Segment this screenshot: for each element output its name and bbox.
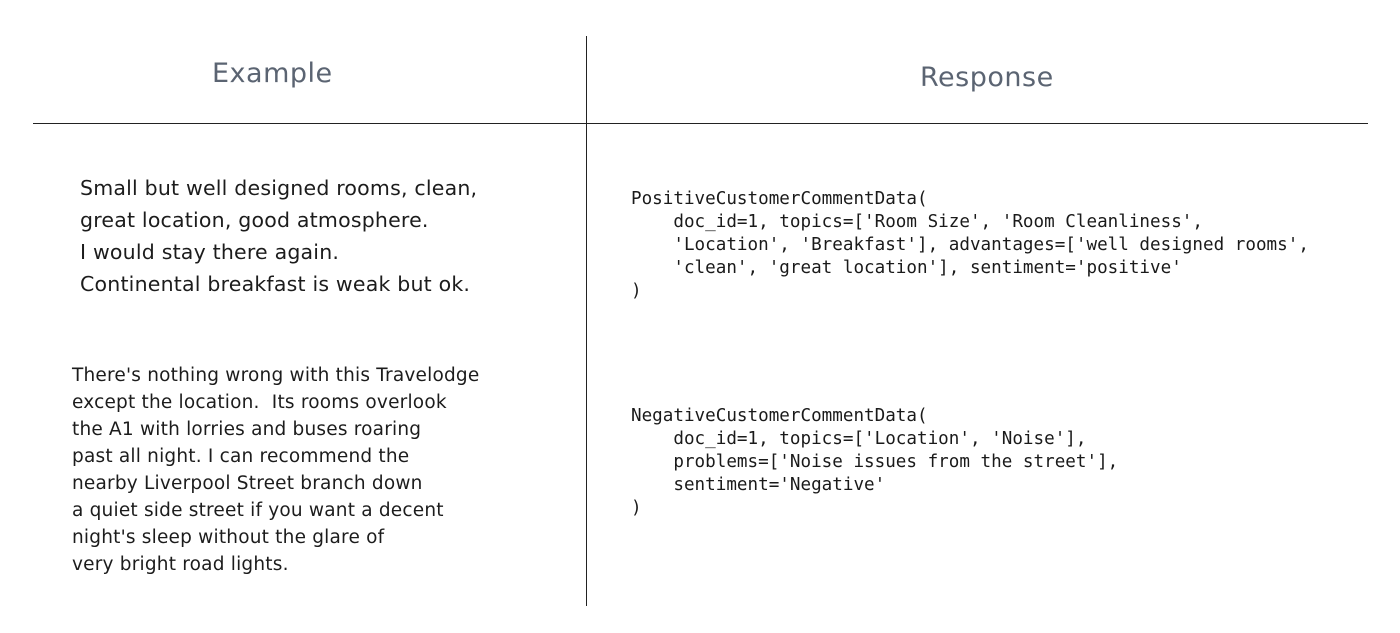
example-review-negative: There's nothing wrong with this Travelod… bbox=[72, 365, 480, 575]
column-divider bbox=[586, 36, 587, 606]
response-positive-code: PositiveCustomerCommentData( doc_id=1, t… bbox=[631, 189, 1309, 301]
header-divider bbox=[33, 123, 1368, 124]
example-review-positive: Small but well designed rooms, clean, gr… bbox=[80, 176, 478, 296]
example-column-header: Example bbox=[212, 58, 333, 89]
response-negative-code: NegativeCustomerCommentData( doc_id=1, t… bbox=[631, 406, 1119, 518]
response-column-header: Response bbox=[920, 62, 1054, 93]
